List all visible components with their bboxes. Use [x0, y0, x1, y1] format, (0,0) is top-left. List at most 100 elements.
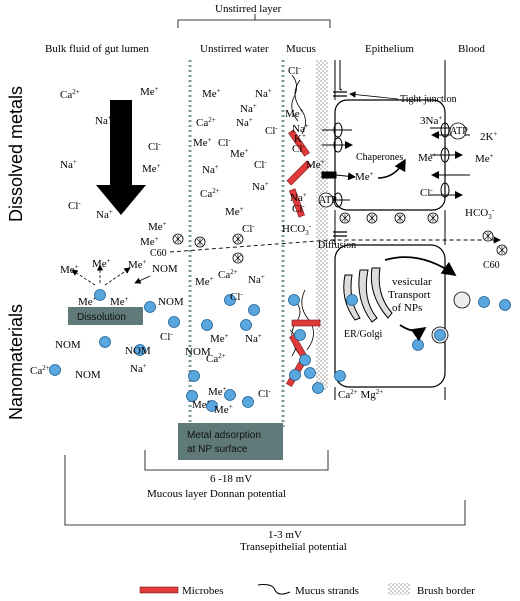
donnan-value: 6 -18 mV — [210, 473, 252, 485]
dissolution-box — [68, 307, 143, 325]
ion-na: Na+ — [202, 163, 219, 176]
atp-apical: ATP — [319, 195, 337, 206]
ion-me: Me+ — [285, 107, 304, 120]
diffusion-path — [169, 236, 501, 253]
hco3-blood: HCO3- — [465, 206, 495, 221]
ion-me: Me+ — [60, 263, 79, 276]
nom-label: NOM — [158, 296, 184, 308]
dissolved-flow-arrow — [96, 100, 146, 215]
ion-cl: Cl- — [218, 136, 231, 149]
metal-adsorption-line2: at NP surface — [187, 444, 248, 455]
ion-cl: Cl- — [292, 142, 305, 155]
ion-me: Me+ — [192, 398, 211, 411]
ion-me: Me+ — [142, 162, 161, 175]
ion-me: Me+ — [195, 275, 214, 288]
nom-label: NOM — [125, 345, 151, 357]
metal-adsorption-line1: Metal adsorption — [187, 430, 261, 441]
ion-na: Na+ — [245, 332, 262, 345]
nanomaterials-side-label: Nanomaterials — [6, 304, 26, 420]
ion-me: Me+ — [202, 87, 221, 100]
ion-me: Me+ — [78, 295, 97, 308]
ion-me: Me+ — [148, 220, 167, 233]
blood-label: Blood — [458, 43, 485, 55]
ion-cl: Cl- — [148, 140, 161, 153]
tight-junction-label: Tight junction — [400, 94, 457, 105]
legend-mucus-swatch — [257, 584, 291, 595]
nom-label: NOM — [75, 369, 101, 381]
ca-mg-label: Ca2+ Mg2+ — [338, 388, 383, 401]
c60-label-left: C60 — [150, 248, 167, 259]
dissolution-label: Dissolution — [77, 312, 126, 323]
ion-cl: Cl- — [292, 202, 305, 215]
ion-na: Na+ — [240, 102, 257, 115]
ion-ca: Ca2+ — [60, 88, 80, 101]
ion-cl: Cl- — [265, 124, 278, 137]
ion-cl: Cl- — [258, 387, 271, 400]
ion-ca: Ca2+ — [206, 352, 226, 365]
c60-label-right: C60 — [483, 260, 500, 271]
three-na-label: 3Na+ — [420, 114, 442, 127]
chaperones-label: Chaperones — [356, 152, 403, 163]
trans-label: Transepithelial potential — [240, 541, 347, 553]
ion-na: Na+ — [290, 191, 307, 204]
ion-me: Me+ — [210, 332, 229, 345]
er-golgi — [343, 267, 393, 323]
ion-ca: Ca2+ — [200, 187, 220, 200]
vesicular-label: vesicular — [392, 276, 432, 288]
nom-label: NOM — [185, 346, 211, 358]
ion-me-blood: Me+ — [475, 152, 494, 165]
ion-cl: Cl- — [242, 222, 255, 235]
ion-me: Me+ — [193, 136, 212, 149]
legend-microbe-swatch — [139, 586, 179, 594]
ion-na: Na+ — [252, 180, 269, 193]
er-golgi-label: ER/Golgi — [344, 329, 383, 340]
ion-cl: Cl- — [68, 199, 81, 212]
ion-me: Me+ — [140, 85, 159, 98]
atp-basolateral: ATP — [450, 126, 468, 137]
ion-na: Na+ — [255, 87, 272, 100]
ion-k: K+ — [294, 132, 306, 145]
trans-value: 1-3 mV — [268, 529, 302, 541]
transport-label: Transport — [388, 289, 430, 301]
epithelium-label: Epithelium — [365, 43, 414, 55]
ion-ca: Ca2+ — [196, 116, 216, 129]
donnan-label: Mucous layer Donnan potential — [147, 488, 286, 500]
dissolved-metals-side-label: Dissolved metals — [6, 86, 26, 222]
hco3-mucus: HCO3- — [282, 222, 312, 237]
mucus-label: Mucus — [286, 43, 316, 55]
ion-na: Na+ — [95, 114, 112, 127]
legend-brush-border: Brush border — [417, 585, 475, 597]
bulk-fluid-label: Bulk fluid of gut lumen — [45, 43, 149, 55]
unstirred-layer-title: Unstirred layer — [215, 3, 282, 15]
ion-ca: Ca2+ — [30, 364, 50, 377]
ion-me: Me+ — [214, 403, 233, 416]
legend-brush-swatch — [388, 583, 410, 595]
ion-na: Na+ — [292, 122, 309, 135]
unstirred-bracket — [177, 19, 331, 28]
epithelial-cell-lower — [334, 244, 446, 388]
ion-na: Na+ — [236, 116, 253, 129]
ion-me: Me+ — [128, 258, 147, 271]
transepithelial-bracket — [64, 455, 466, 526]
donnan-bracket — [144, 450, 329, 471]
unstirred-water-label: Unstirred water — [200, 43, 269, 55]
of-nps-label: of NPs — [392, 302, 422, 314]
ion-na: Na+ — [130, 362, 147, 375]
ion-me: Me+ — [306, 158, 325, 171]
ion-me: Me+ — [225, 205, 244, 218]
brush-border — [316, 60, 328, 390]
metal-adsorption-box — [178, 423, 283, 460]
diffusion-label: Diffusion — [318, 240, 356, 251]
two-k-label: 2K+ — [480, 130, 497, 143]
ion-me: Me+ — [230, 147, 249, 160]
ion-cl: Cl- — [288, 64, 301, 77]
legend-microbes: Microbes — [182, 585, 224, 597]
ion-me: Me+ — [208, 385, 227, 398]
ion-me: Me+ — [110, 295, 129, 308]
ion-na: Na+ — [248, 273, 265, 286]
ion-me-baso: Me+ — [418, 151, 437, 164]
ion-na: Na+ — [60, 158, 77, 171]
ion-me: Me+ — [140, 235, 159, 248]
ion-na: Na+ — [96, 208, 113, 221]
